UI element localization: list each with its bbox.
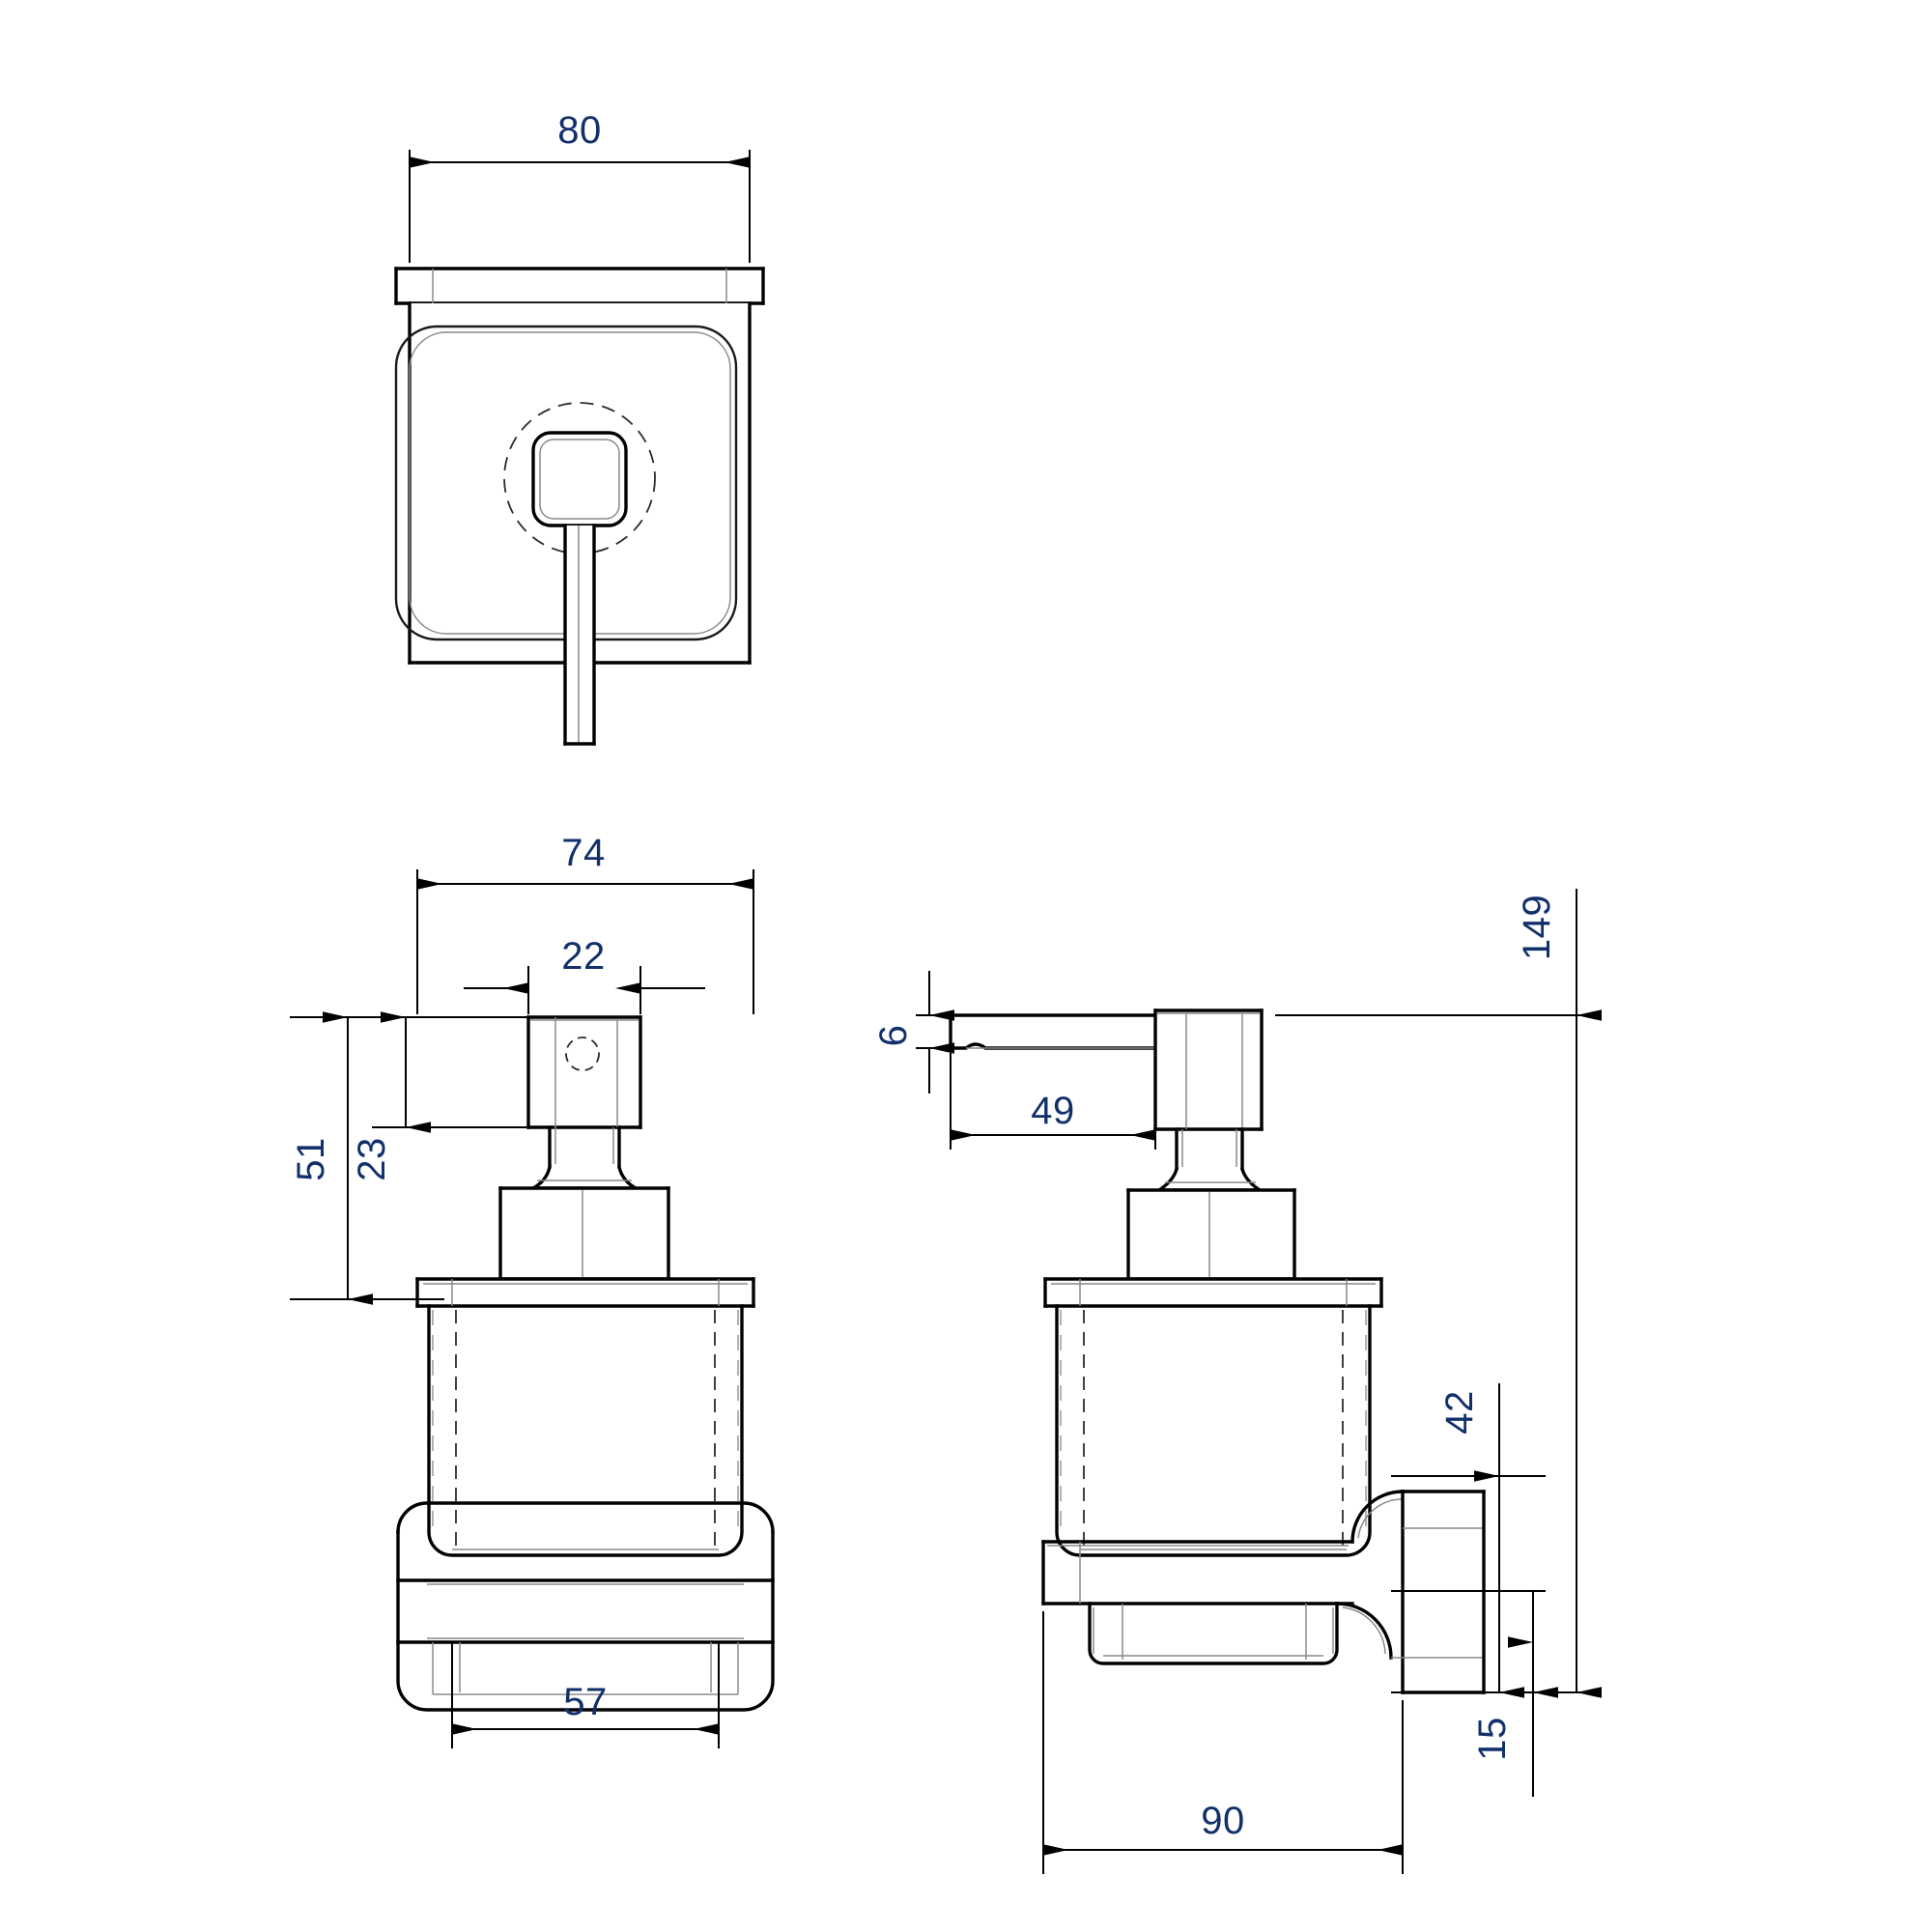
- dimension-bracket-foot-height: [1391, 1590, 1558, 1797]
- top-view-geometry: [394, 267, 765, 746]
- dimension-bracket-height: [1391, 1383, 1546, 1698]
- dimension-front-width: [416, 869, 754, 1014]
- front-view-geometry: [396, 1015, 775, 1712]
- dimension-top-width: [409, 150, 751, 263]
- dimension-overall-height: [1275, 889, 1602, 1698]
- dimension-pump-head-height: [372, 1011, 526, 1133]
- dimension-pump-head-width: [464, 966, 705, 1014]
- dimension-spout-thickness: [916, 971, 966, 1094]
- dimension-spout-projection: [950, 1053, 1156, 1150]
- dimension-holder-width: [451, 1642, 720, 1748]
- dimension-overall-depth: [1042, 1611, 1404, 1874]
